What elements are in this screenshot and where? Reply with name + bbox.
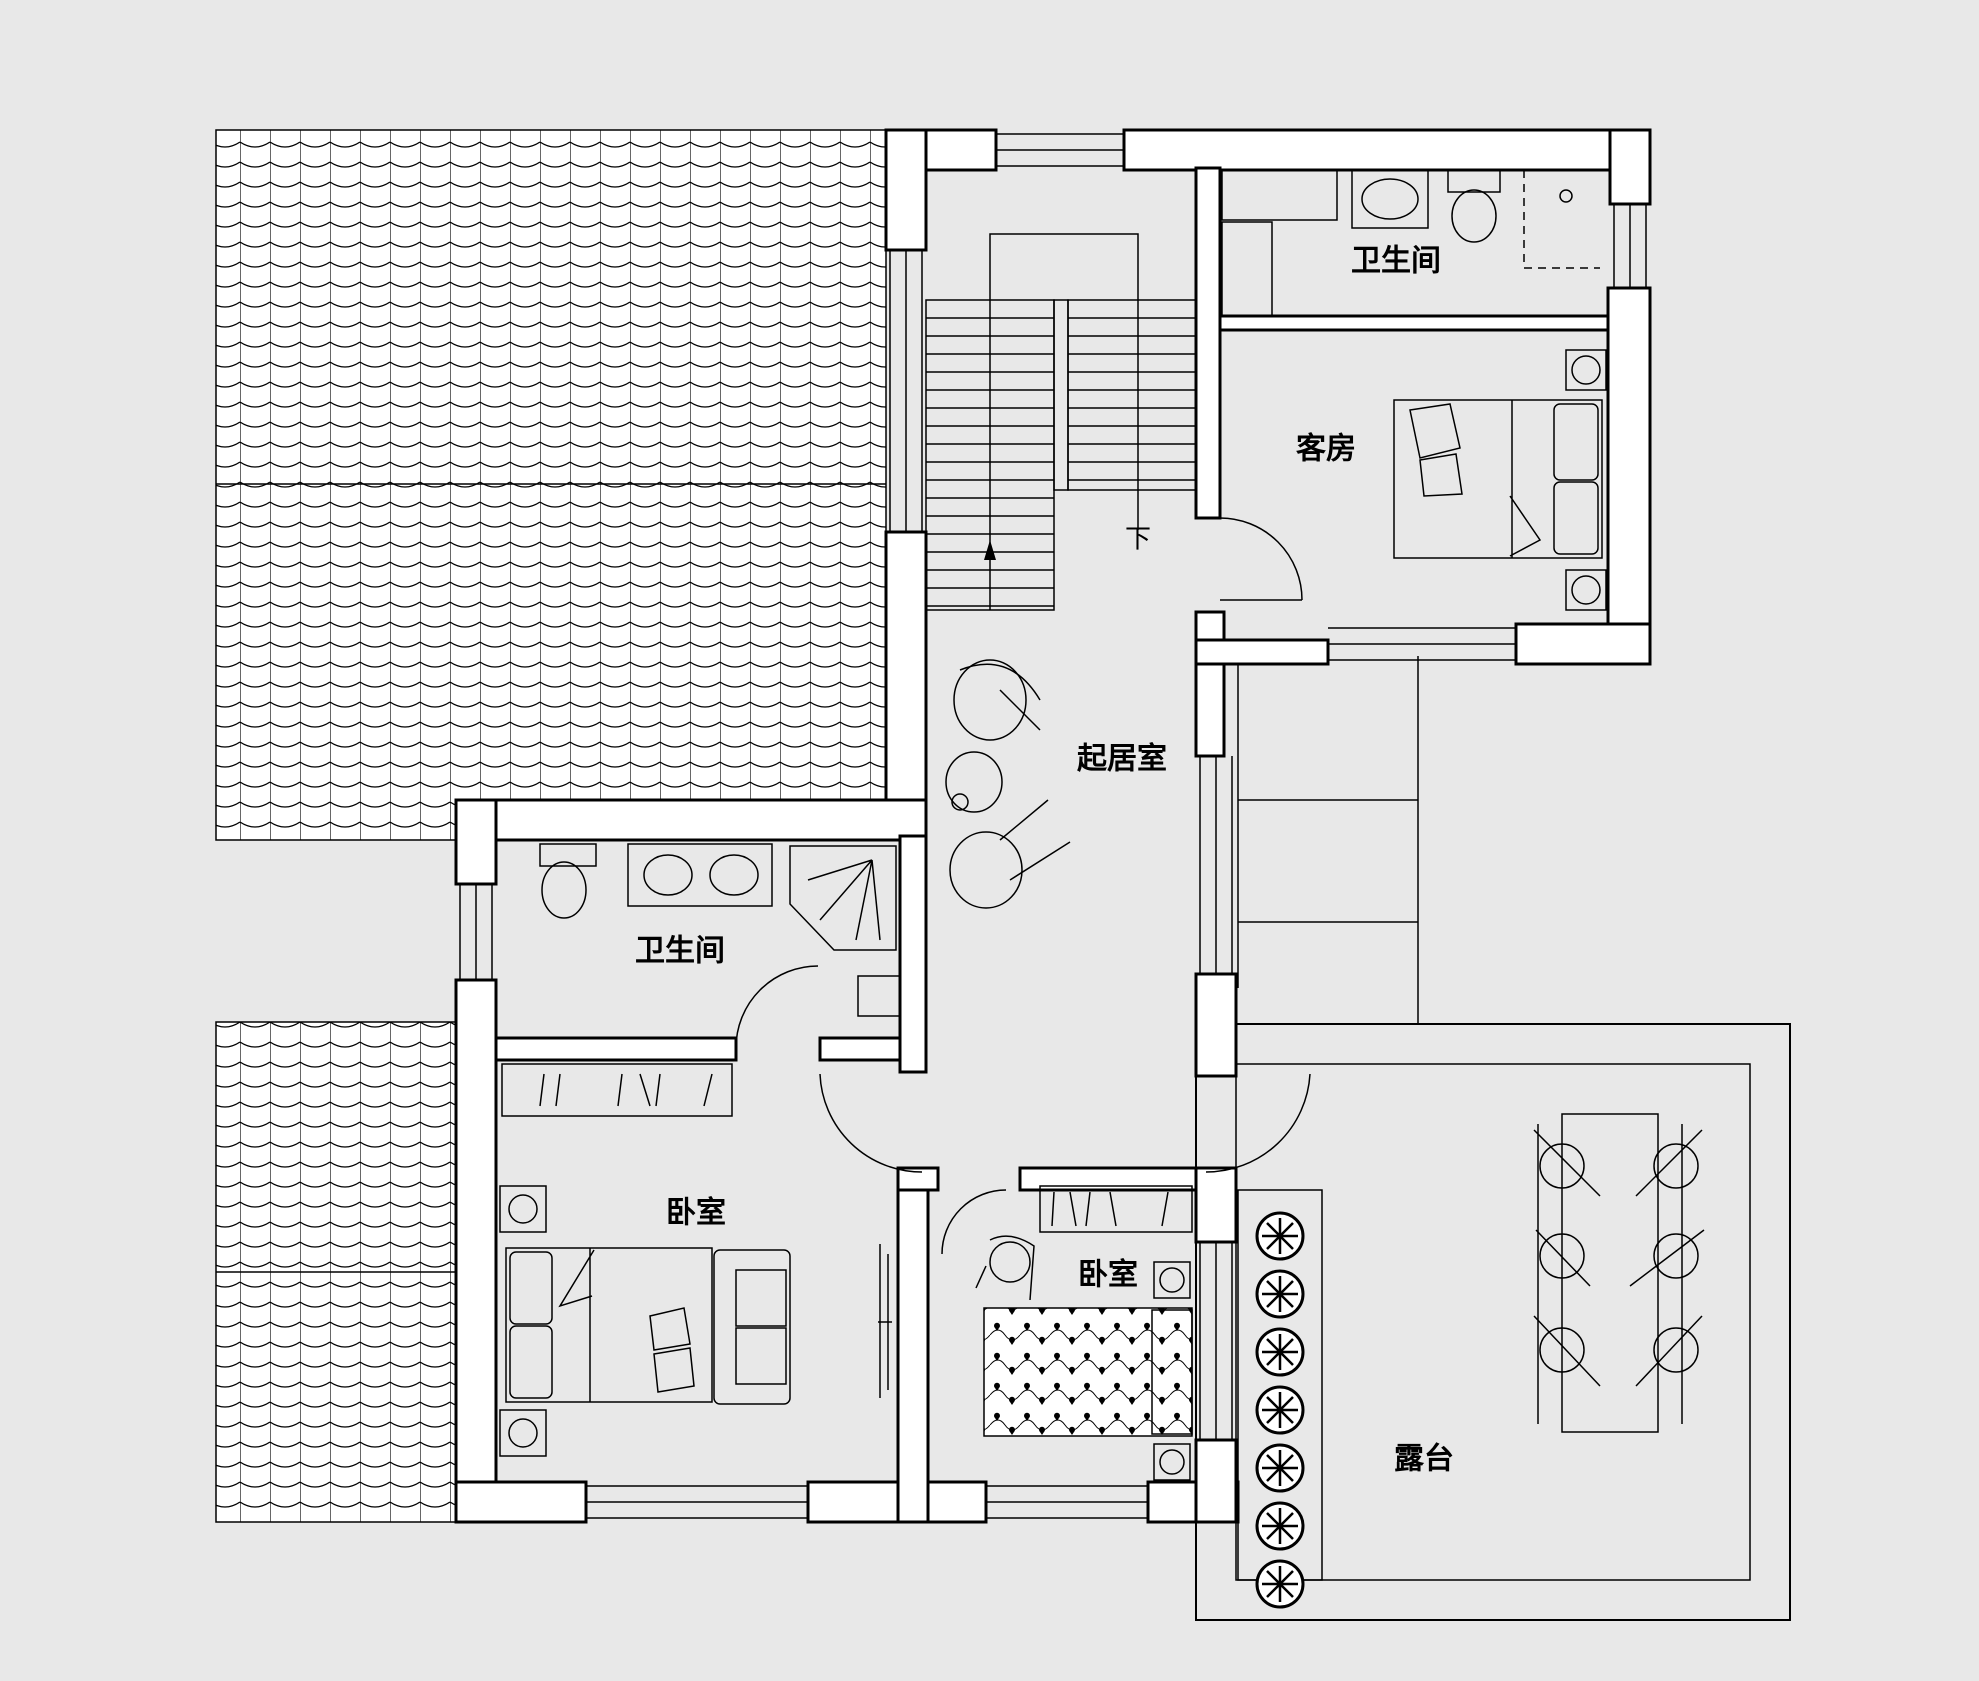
left-bath-fixtures	[539, 843, 901, 1017]
room-label-guest-room: 客房	[1296, 432, 1356, 467]
toilet-icon	[539, 843, 597, 919]
stair-icon	[925, 233, 1197, 611]
sofa-icon	[713, 1244, 892, 1405]
plant-leaves	[1262, 1276, 1298, 1312]
toilet-icon	[1447, 169, 1501, 243]
lamp-icon	[1565, 349, 1607, 611]
plant-leaves	[1262, 1450, 1298, 1486]
lamp-icon	[499, 1185, 547, 1457]
walls	[454, 128, 1652, 1524]
wardrobe-icon	[501, 1063, 733, 1117]
terrace-area	[1195, 656, 1791, 1621]
shower-icon	[1523, 170, 1600, 269]
stair-label: 下	[1125, 525, 1151, 555]
room-label-bath-left: 卫生间	[635, 934, 725, 969]
plant-leaves	[1262, 1508, 1298, 1544]
plant-leaves	[1262, 1566, 1298, 1602]
room-label-bedroom-left: 卧室	[666, 1196, 726, 1231]
windows	[459, 133, 1647, 1519]
wardrobe-icon	[1039, 1185, 1193, 1233]
lamp-icon	[1153, 1261, 1191, 1481]
top-bath-fixtures	[1221, 169, 1600, 317]
armchair-icon	[945, 659, 1071, 909]
sink-icon	[627, 843, 773, 907]
dining-table-icon	[1533, 1113, 1705, 1433]
bed-icon	[983, 1307, 1193, 1437]
roof-tiles-upper	[215, 129, 887, 841]
wardrobe-icon	[1221, 169, 1338, 221]
plant-icon	[1237, 1189, 1323, 1609]
doors	[735, 517, 1311, 1255]
room-label-bath-top: 卫生间	[1351, 244, 1441, 279]
room-label-bedroom-right: 卧室	[1078, 1258, 1138, 1293]
plant-leaves	[1262, 1334, 1298, 1370]
bed-icon	[1393, 399, 1603, 559]
room-label-terrace: 露台	[1394, 1442, 1454, 1477]
armchair-icon	[975, 1235, 1035, 1301]
plant-leaves	[1262, 1218, 1298, 1254]
shower-icon	[789, 845, 897, 951]
plant-leaves	[1262, 1392, 1298, 1428]
bed-icon	[505, 1247, 713, 1403]
sink-icon	[1351, 169, 1429, 229]
room-label-living-room: 起居室	[1077, 742, 1167, 777]
